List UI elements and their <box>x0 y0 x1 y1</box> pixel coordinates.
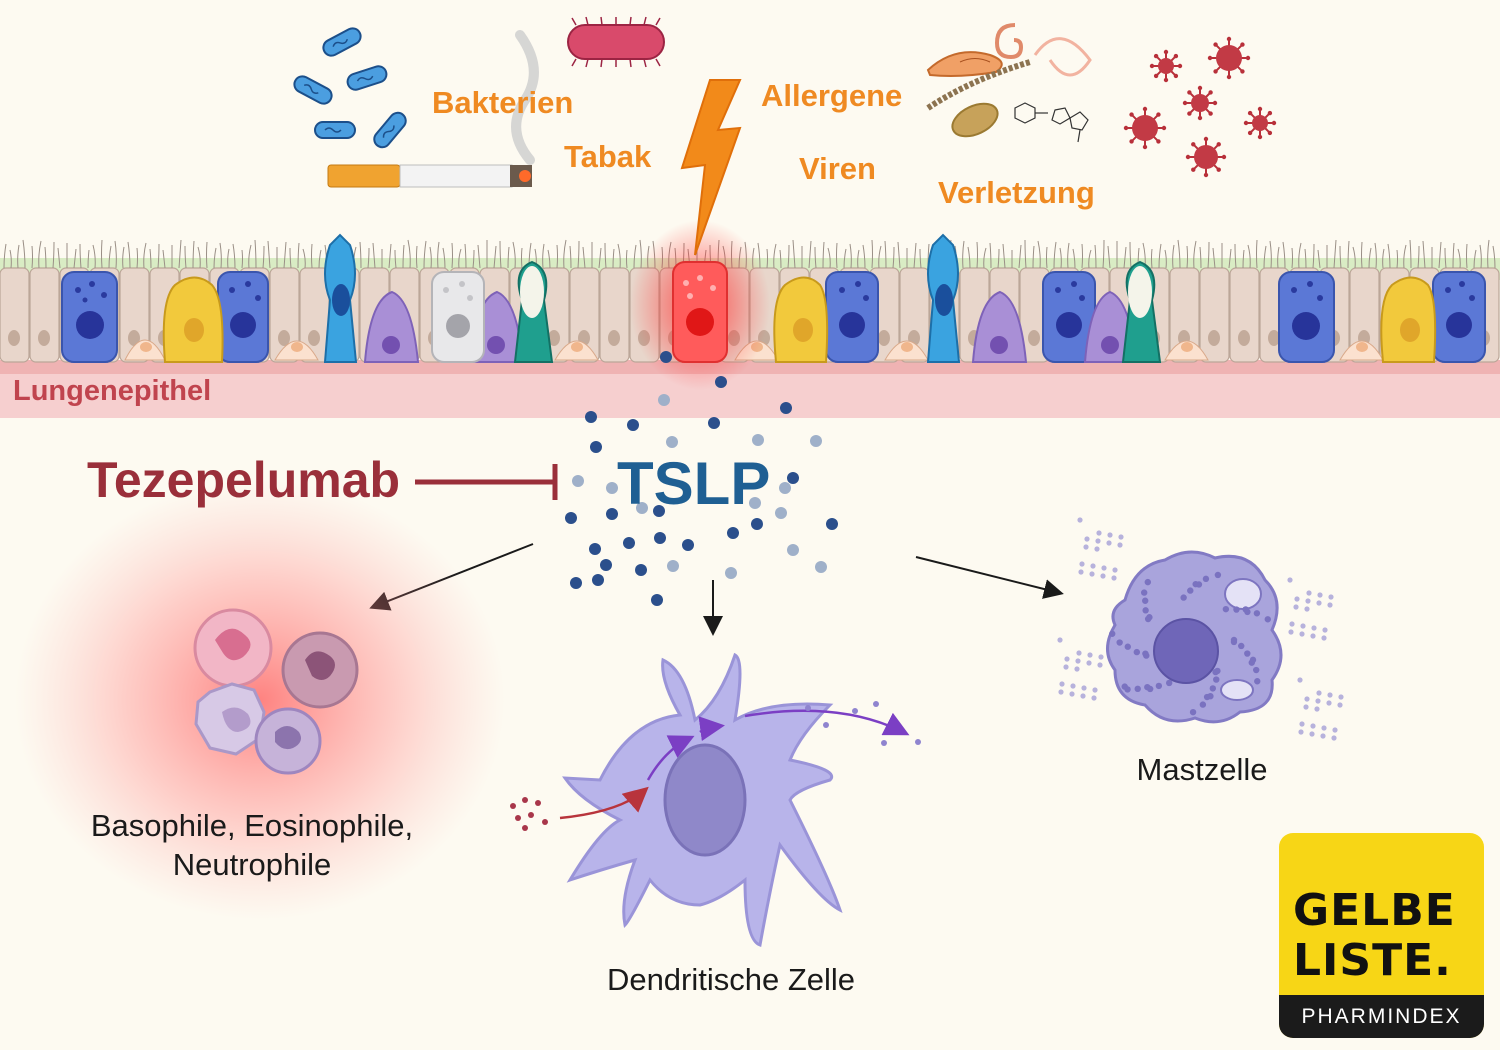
logo-line3: PHARMINDEX <box>1279 995 1484 1038</box>
lightning-icon <box>680 79 742 256</box>
trigger-label-verletzung: Verletzung <box>938 175 1095 210</box>
allergen-icons <box>926 23 1092 143</box>
logo-line1: GELBE <box>1293 885 1456 936</box>
goblet-cells <box>513 260 1162 363</box>
lung-epithelium <box>0 220 1500 418</box>
trigger-label-viren: Viren <box>799 151 876 186</box>
tuft-cells <box>323 233 961 363</box>
cytokine-label: TSLP <box>617 450 771 517</box>
trigger-label-tabak: Tabak <box>564 139 652 174</box>
blue-secretory-cells <box>61 271 1486 363</box>
cigarette-icon <box>327 30 539 188</box>
dendritic-cell-label: Dendritische Zelle <box>606 962 856 997</box>
bacteria-icons <box>293 16 665 149</box>
trigger-label-bakterien: Bakterien <box>432 85 574 120</box>
granulocytes-label-line2: Neutrophile <box>172 847 332 882</box>
granulocyte-cluster <box>15 480 505 920</box>
logo-line2: LISTE. <box>1293 935 1452 986</box>
mast-cell-label: Mastzelle <box>1136 752 1268 787</box>
tslp-particles <box>565 351 838 606</box>
dendritic-cell <box>510 652 921 947</box>
activated-epithelial-cell <box>630 220 770 390</box>
epithelium-label: Lungenepithel <box>13 375 212 407</box>
gelbe-liste-logo: GELBE LISTE. PHARMINDEX <box>1279 833 1484 1038</box>
trigger-label-allergene: Allergene <box>761 78 903 113</box>
virus-icons <box>1123 36 1277 178</box>
grey-cell <box>431 271 485 363</box>
cilia <box>3 239 1496 269</box>
granulocytes-label-line1: Basophile, Eosinophile, <box>90 808 414 843</box>
mast-cell <box>1057 517 1344 741</box>
drug-label: Tezepelumab <box>87 452 401 508</box>
yellow-cells <box>162 276 1437 363</box>
tezepelumab-inhibition-arrow <box>415 464 558 500</box>
